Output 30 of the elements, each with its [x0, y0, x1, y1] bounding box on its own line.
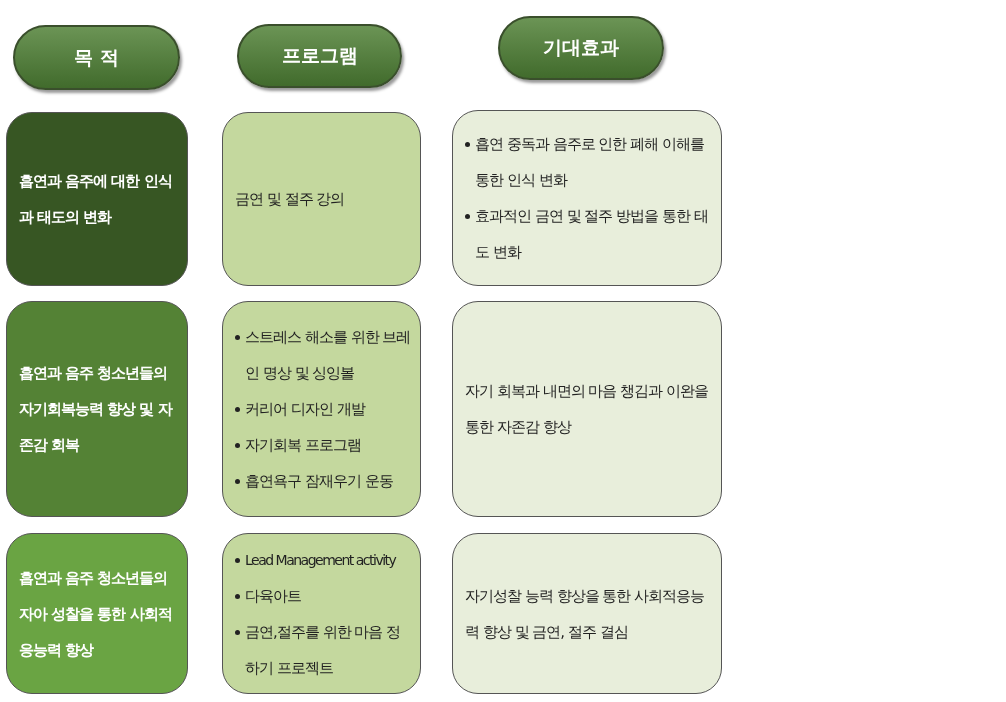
header-pill [498, 16, 664, 80]
header-pill [237, 24, 402, 88]
bullet-item: 흡연욕구 잠재우기 운동 [245, 471, 393, 492]
bullet-item: 효과적인 금연 및 절주 방법을 통한 태도 변화 [475, 206, 709, 263]
content-box [222, 301, 421, 517]
bullet-item: Lead Management activity [245, 550, 396, 570]
box-text: 자기성찰 능력 향상을 통한 사회적응능력 향상 및 금연, 절주 결심 [465, 585, 706, 643]
box-text: 흡연과 음주 청소년들의 자기회복능력 향상 및 자존감 회복 [19, 363, 174, 456]
bullet-item: 흡연 중독과 음주로 인한 폐해 이해를 통한 인식 변화 [475, 134, 705, 191]
content-box [452, 110, 722, 286]
box-text: 흡연과 음주에 대한 인식과 태도의 변화 [19, 171, 173, 228]
header-label: 목 적 [74, 44, 119, 70]
bullet-item: 스트레스 해소를 위한 브레인 명상 및 싱잉볼 [245, 327, 412, 384]
bullet-item: 금연,절주를 위한 마음 정하기 프로젝트 [245, 621, 402, 679]
bullet-item: 커리어 디자인 개발 [245, 399, 365, 420]
header-label: 프로그램 [281, 43, 358, 68]
content-box [452, 301, 722, 517]
box-text: 자기 회복과 내면의 마음 챙김과 이완을 통한 자존감 향상 [465, 381, 709, 438]
header-pill [13, 25, 180, 90]
bullet-item: 다육아트 [245, 585, 301, 607]
box-text: 금연 및 절주 강의 [235, 189, 346, 210]
content-box [6, 301, 188, 517]
content-box [6, 533, 188, 694]
content-box [452, 533, 722, 694]
content-box [222, 112, 421, 286]
content-box [6, 112, 188, 286]
box-text: 흡연과 음주 청소년들의 자아 성찰을 통한 사회적응능력 향상 [19, 567, 173, 661]
content-box [222, 533, 421, 694]
header-label: 기대효과 [543, 35, 619, 60]
bullet-item: 자기회복 프로그램 [245, 435, 361, 456]
